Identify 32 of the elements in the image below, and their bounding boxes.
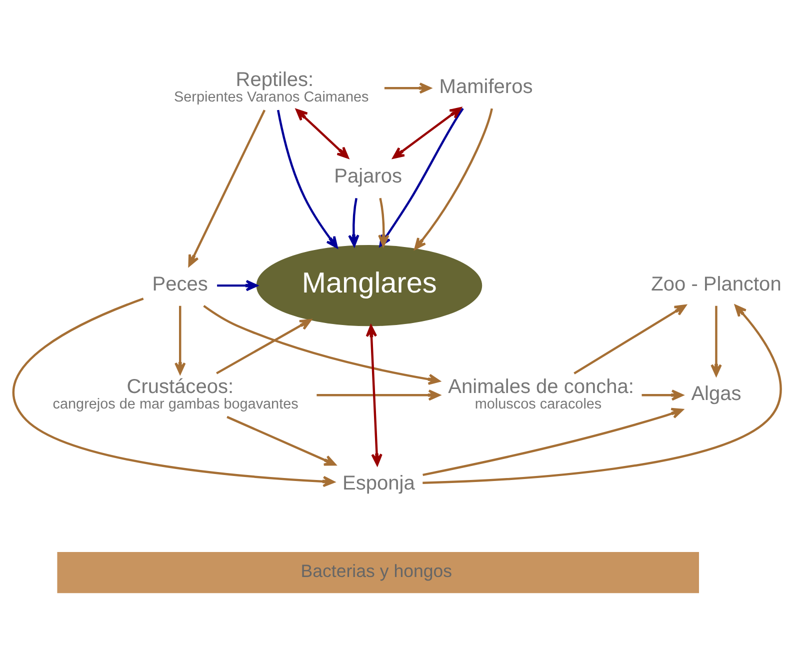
arrow bbox=[366, 324, 382, 466]
arrow bbox=[188, 109, 266, 266]
node-ellipse: Manglares bbox=[256, 244, 482, 326]
node-box: Bacterias y hongos bbox=[57, 551, 699, 593]
arrow bbox=[710, 305, 722, 376]
node-text: Peces bbox=[152, 272, 208, 295]
arrow bbox=[422, 407, 684, 476]
arrow bbox=[378, 197, 390, 246]
arrow bbox=[174, 305, 186, 374]
arrow bbox=[392, 106, 462, 158]
arrow bbox=[316, 389, 440, 400]
arrow bbox=[216, 318, 312, 374]
node-text: Pajaros bbox=[334, 165, 402, 188]
node-text: Esponja bbox=[342, 472, 415, 494]
node-text: Animales de concha: moluscos caracoles bbox=[448, 375, 634, 412]
arrow bbox=[276, 109, 338, 248]
node-text: Reptiles: Serpientes Varanos Caimanes bbox=[174, 68, 369, 105]
arrow bbox=[348, 197, 360, 246]
arrow bbox=[574, 304, 686, 374]
arrow bbox=[12, 297, 335, 487]
arrow bbox=[422, 304, 782, 484]
node-text: Algas bbox=[691, 382, 742, 405]
arrow bbox=[414, 108, 493, 250]
node-text: Mamiferos bbox=[439, 76, 533, 98]
arrow bbox=[642, 389, 684, 400]
arrow bbox=[226, 415, 336, 466]
arrow bbox=[203, 304, 440, 384]
arrow bbox=[217, 279, 258, 291]
node-text: Zoo - Plancton bbox=[651, 272, 782, 295]
arrow bbox=[384, 82, 432, 94]
node-text: Crustáceos: cangrejos de mar gambas bogavantes bbox=[52, 375, 298, 412]
arrow bbox=[296, 108, 349, 158]
